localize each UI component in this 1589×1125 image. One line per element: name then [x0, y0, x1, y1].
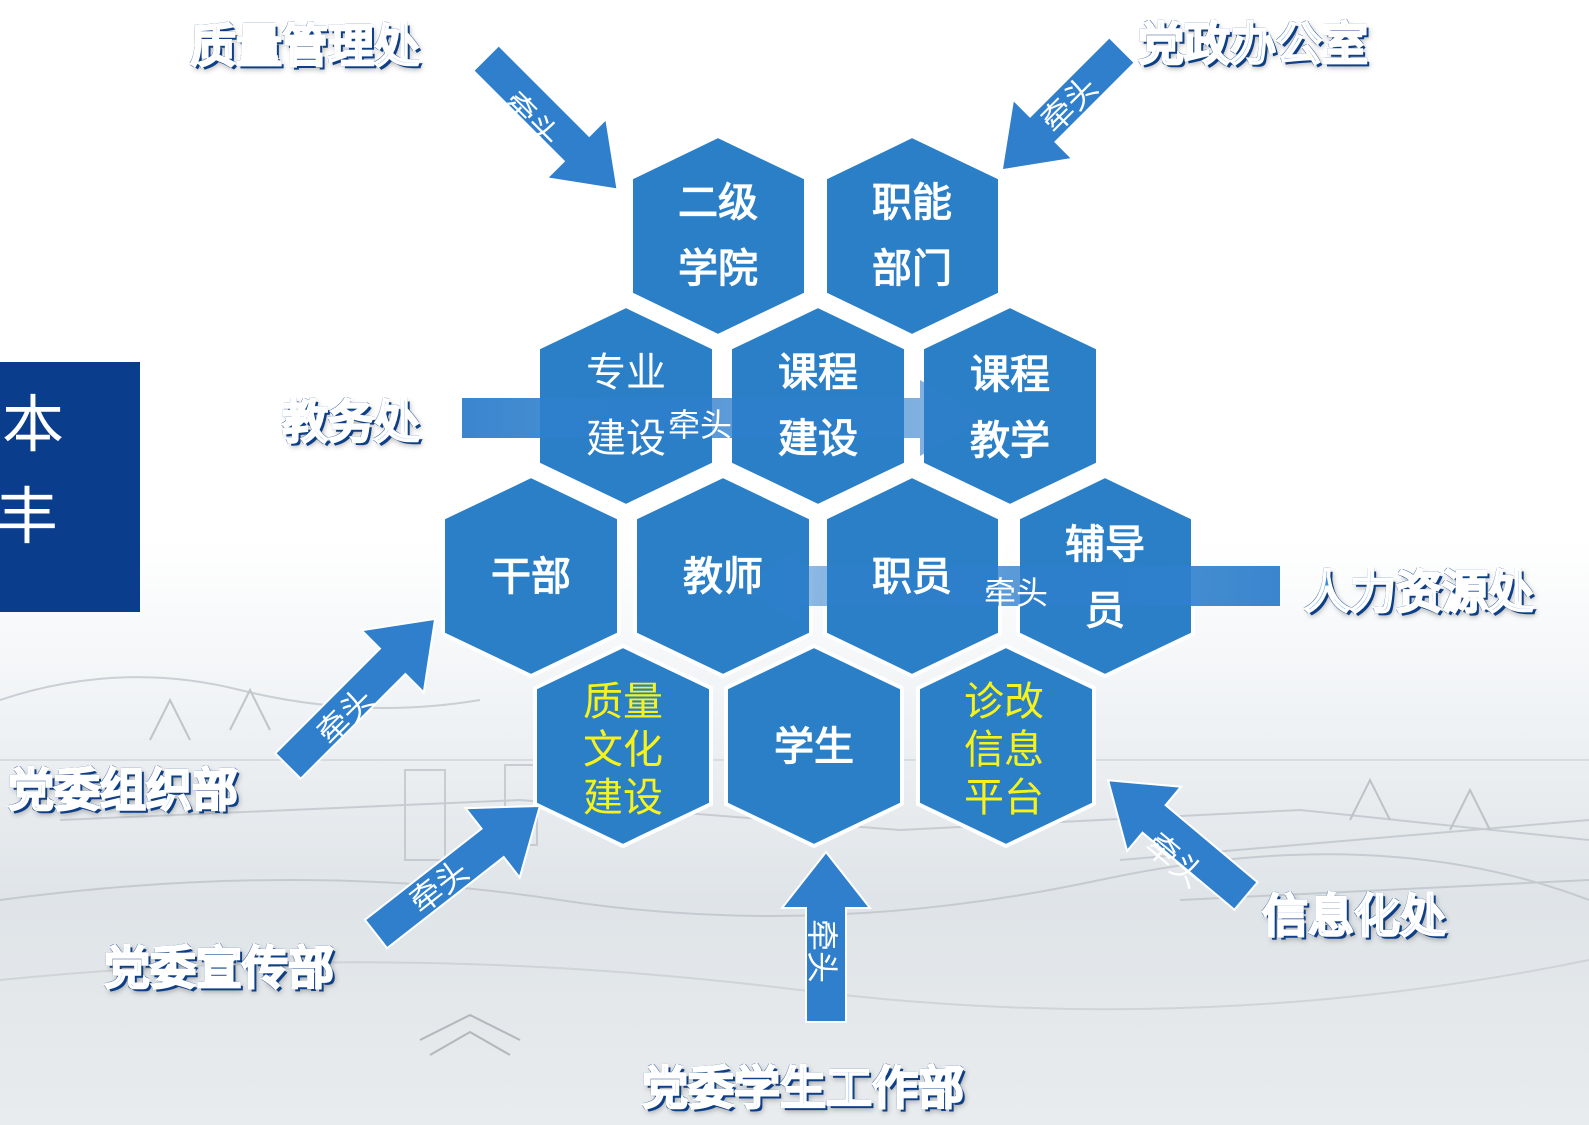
dept-student-work: 党委学生工作部: [641, 1060, 965, 1116]
dept-organization: 党委组织部: [7, 762, 239, 818]
arrow-label-academic-affairs: 牵头: [668, 406, 733, 444]
hexagon-diagnosis-platform: [916, 643, 1096, 849]
arrow-publicity-dept: [363, 804, 542, 950]
arrow-human-resources: [740, 548, 1280, 624]
hex-label-quality-culture: 质量 文化 建设: [583, 679, 663, 821]
arrow-organization-dept: [273, 617, 437, 781]
arrow-academic-affairs: [462, 380, 985, 456]
hex-label-counselors: 辅导 员: [1065, 522, 1145, 634]
hexagon-course-teaching: [920, 303, 1100, 509]
hex-label-course-teaching: 课程 教学: [970, 352, 1050, 464]
hexagon-quality-culture: [533, 643, 713, 849]
hex-label-cadres: 干部: [491, 554, 571, 600]
arrow-party-office: [1000, 35, 1137, 172]
side-panel: 本 丰: [0, 362, 140, 612]
hexagon-cadres: [441, 473, 621, 679]
hex-label-course-construction: 课程 建设: [778, 350, 858, 462]
hex-label-functional-depts: 职能 部门: [872, 180, 952, 292]
arrow-label-student-work-dept: 牵头: [803, 918, 842, 984]
side-panel-char-1: 本: [2, 388, 65, 461]
dept-quality-management: 质量管理处: [189, 18, 421, 74]
arrow-quality-management: [471, 43, 619, 191]
hex-label-staff: 职员: [872, 554, 952, 600]
arrow-student-work-dept: [779, 850, 873, 1023]
arrow-information-office: [1106, 779, 1259, 912]
hexagon-students: [724, 643, 904, 849]
hex-label-diagnosis-platform: 诊改 信息 平台: [964, 679, 1044, 821]
dept-human-resources: 人力资源处: [1303, 564, 1535, 620]
arrow-label-human-resources: 牵头: [984, 574, 1049, 612]
side-panel-char-2: 丰: [0, 480, 59, 553]
hexagon-secondary-college: [629, 133, 808, 339]
hex-label-teachers: 教师: [683, 554, 763, 600]
dept-party-office: 党政办公室: [1137, 16, 1369, 72]
hex-label-students: 学生: [774, 724, 854, 770]
hex-label-major-construction: 专业 建设: [586, 350, 666, 462]
hexagon-teachers: [633, 473, 813, 679]
dept-information-office: 信息化处: [1261, 888, 1447, 944]
hexagon-functional-depts: [823, 133, 1002, 339]
hex-label-secondary-college: 二级 学院: [678, 180, 758, 292]
dept-publicity: 党委宣传部: [103, 940, 335, 996]
dept-academic-affairs: 教务处: [281, 394, 421, 450]
